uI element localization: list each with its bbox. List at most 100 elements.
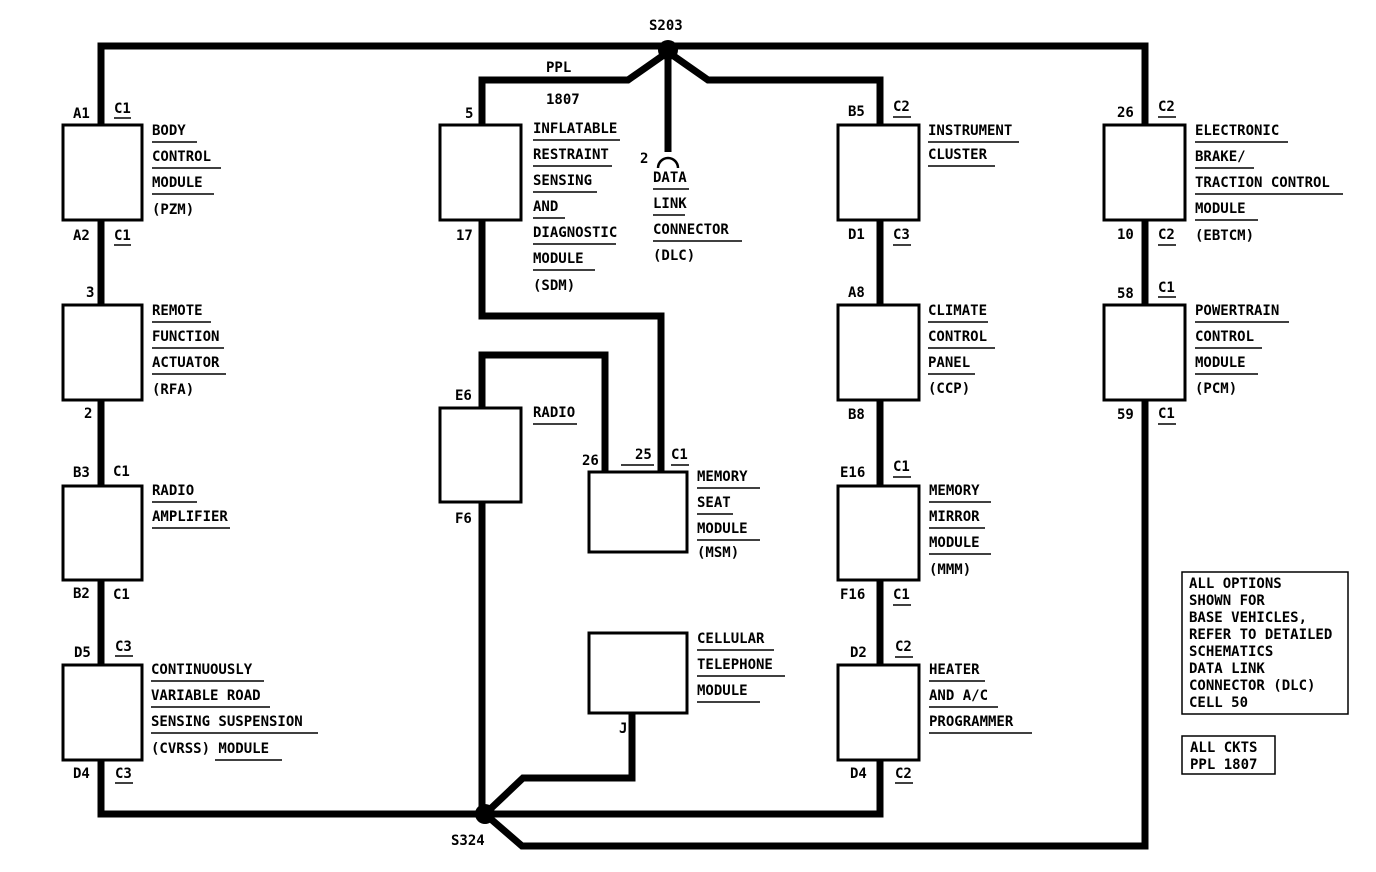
options-note-line: SCHEMATICS: [1189, 644, 1273, 660]
pcm-name-line: MODULE: [1195, 355, 1246, 371]
msm-name-line: MEMORY: [697, 469, 748, 485]
mmm-conn-bot: C1: [893, 587, 910, 603]
sdm-name-line: SENSING: [533, 173, 592, 189]
wire-pcm-s324: [482, 400, 1149, 850]
rfa-name-line: ACTUATOR: [152, 355, 220, 371]
rfa-pin-top: 3: [86, 285, 94, 301]
msm-name-line: SEAT: [697, 495, 731, 511]
sdm-name-line: AND: [533, 199, 558, 215]
rfa-name-line: (RFA): [152, 382, 194, 398]
dlc-name-line: (DLC): [653, 248, 695, 264]
options-note-line: CELL 50: [1189, 695, 1248, 711]
cvrss-box: [61, 663, 144, 762]
pcm-name-line: POWERTRAIN: [1195, 303, 1279, 319]
ccp-pin-top: A8: [848, 285, 865, 301]
wire-radio-msm: [478, 351, 609, 472]
ccp-name-line: (CCP): [928, 381, 970, 397]
mmm-pin-top: E16: [840, 465, 865, 481]
hvac-conn-top: C2: [895, 639, 912, 655]
ebtcm-name-line: MODULE: [1195, 201, 1246, 217]
options-note-line: CONNECTOR (DLC): [1189, 678, 1315, 694]
wires: [97, 42, 1149, 850]
options-note-line: DATA LINK: [1189, 661, 1265, 677]
amp-conn-bot: C1: [113, 587, 130, 603]
wire-top-right: [668, 42, 1149, 125]
mmm-name-line: MEMORY: [929, 483, 980, 499]
ebtcm-name-line: ELECTRONIC: [1195, 123, 1279, 139]
hvac-pin-bot: D4: [850, 766, 867, 782]
hvac-conn-bot: C2: [895, 766, 912, 782]
sdm-name-line: RESTRAINT: [533, 147, 609, 163]
rfa-name-line: FUNCTION: [152, 329, 219, 345]
ipc-name-line: CLUSTER: [928, 147, 988, 163]
splice-s203-label: S203: [649, 18, 683, 34]
amp-box: [61, 484, 144, 582]
dlc-pin: 2: [640, 151, 648, 167]
hvac-name-line: PROGRAMMER: [929, 714, 1014, 730]
amp-pin-bot: B2: [73, 586, 90, 602]
rfa-box: [61, 303, 144, 402]
bcm-conn-top: C1: [114, 101, 131, 117]
dlc-connector-symbol: [656, 156, 680, 169]
bcm-name-line: BODY: [152, 123, 186, 139]
radio-pin-bot: F6: [455, 511, 472, 527]
amp-name-line: RADIO: [152, 483, 194, 499]
msm-box: [587, 470, 689, 554]
ebtcm-conn-top: C2: [1158, 99, 1175, 115]
ebtcm-pin-bot: 10: [1117, 227, 1134, 243]
wire-s203-ipc: [665, 49, 884, 125]
msm-name-line: MODULE: [697, 521, 748, 537]
cvrss-pin-bot: D4: [73, 766, 90, 782]
cell-box: [587, 631, 689, 715]
sdm-box: [438, 123, 523, 222]
sdm-name-line: (SDM): [533, 278, 575, 294]
pcm-conn-bot: C1: [1158, 406, 1175, 422]
options-note-line: REFER TO DETAILED: [1189, 627, 1332, 643]
wire-hvac-s324: [485, 760, 884, 818]
bcm-box: [61, 123, 144, 222]
sdm-name-line: MODULE: [533, 251, 584, 267]
splice-s324-label: S324: [451, 833, 485, 849]
sdm-name-line: DIAGNOSTIC: [533, 225, 617, 241]
ccp-name-line: PANEL: [928, 355, 970, 371]
ipc-name-line: INSTRUMENT: [928, 123, 1012, 139]
pcm-name-line: CONTROL: [1195, 329, 1254, 345]
circuits-note: ALL CKTS PPL 1807: [1190, 740, 1257, 773]
circuits-note-line: ALL CKTS: [1190, 740, 1257, 756]
amp-name-line: AMPLIFIER: [152, 509, 228, 525]
pin-labels: A1 C1 A2 C1 3 2 B3 C1 B2 C1 D5 C3 D4 C3 …: [73, 99, 1176, 784]
ipc-conn-bot: C3: [893, 227, 910, 243]
cvrss-conn-bot: C3: [115, 766, 132, 782]
ebtcm-name-line: BRAKE/: [1195, 149, 1246, 165]
ebtcm-pin-top: 26: [1117, 105, 1134, 121]
bcm-pin-top: A1: [73, 106, 90, 122]
msm-pin-b: 25: [635, 447, 652, 463]
msm-name-line: (MSM): [697, 545, 739, 561]
ccp-name-line: CLIMATE: [928, 303, 987, 319]
cell-name-line: MODULE: [697, 683, 748, 699]
pcm-pin-top: 58: [1117, 286, 1134, 302]
mmm-conn-top: C1: [893, 459, 910, 475]
dlc-name-line: DATA: [653, 170, 687, 186]
rfa-name-line: REMOTE: [152, 303, 203, 319]
sdm-name-line: INFLATABLE: [533, 121, 617, 137]
options-note-box: [1181, 571, 1349, 715]
radio-pin-top: E6: [455, 388, 472, 404]
ebtcm-name-line: (EBTCM): [1195, 228, 1254, 244]
rfa-pin-bot: 2: [84, 406, 92, 422]
wire-cvrss-s324: [97, 760, 485, 818]
ccp-name-line: CONTROL: [928, 329, 987, 345]
cell-name-line: TELEPHONE: [697, 657, 773, 673]
options-note: ALL OPTIONS SHOWN FOR BASE VEHICLES, REF…: [1189, 576, 1332, 711]
amp-pin-top: B3: [73, 465, 90, 481]
bcm-conn-bot: C1: [114, 228, 131, 244]
mmm-pin-bot: F16: [840, 587, 865, 603]
cvrss-name-line: VARIABLE ROAD: [151, 688, 261, 704]
module-name-labels: BODY CONTROL MODULE (PZM) REMOTE FUNCTIO…: [151, 121, 1343, 761]
ebtcm-box: [1102, 123, 1187, 222]
amp-conn-top: C1: [113, 464, 130, 480]
radio-box: [438, 406, 523, 504]
hvac-box: [836, 663, 921, 762]
cell-pin: J: [619, 721, 627, 737]
pcm-conn-top: C1: [1158, 280, 1175, 296]
